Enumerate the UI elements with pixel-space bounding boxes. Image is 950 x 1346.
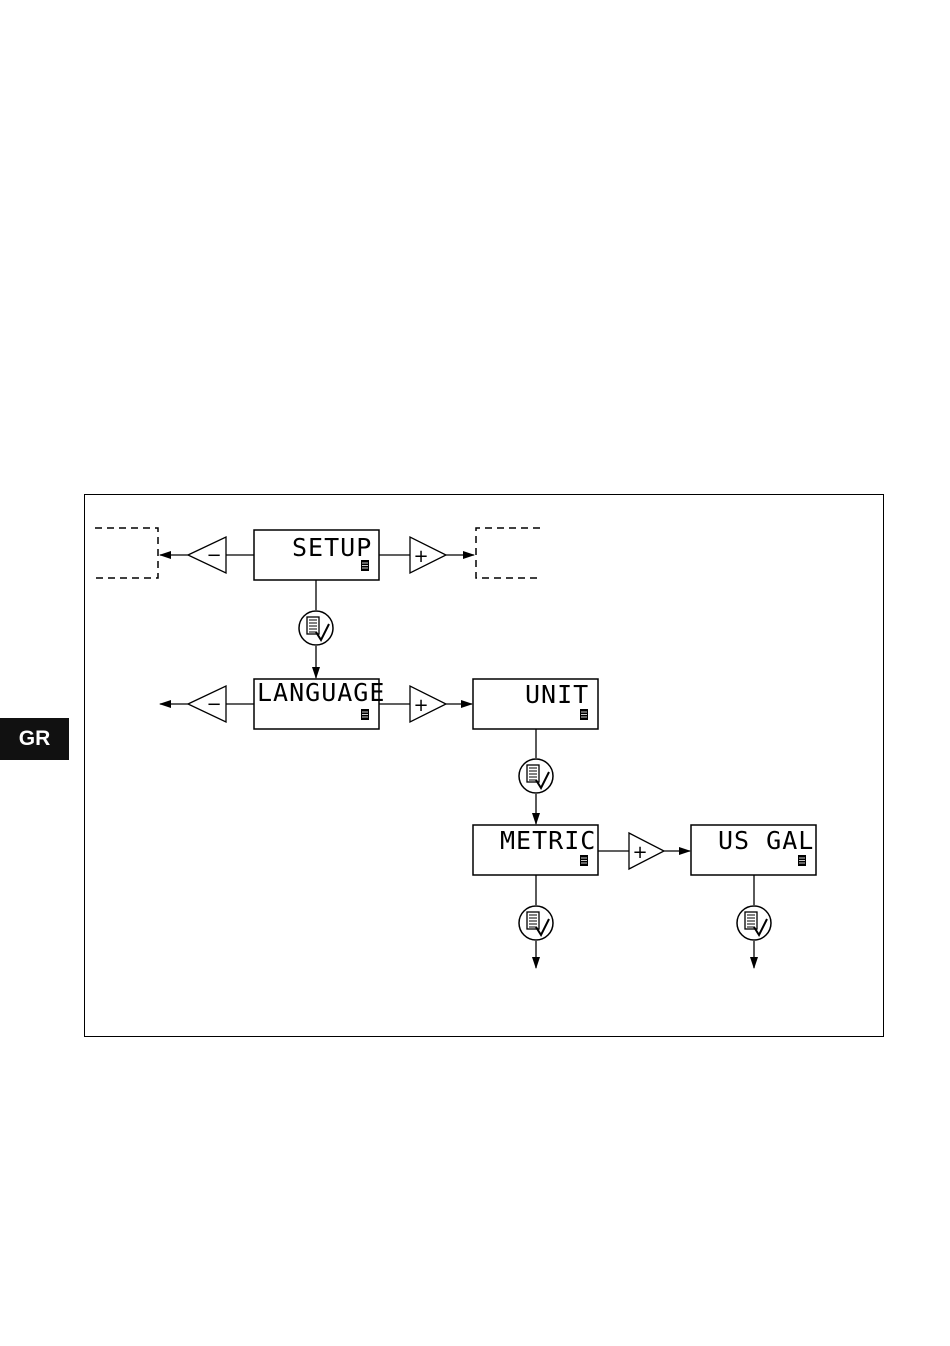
display-us-gal-text: US GAL [718, 826, 814, 855]
display-indicator-icon [361, 709, 369, 720]
display-unit-text: UNIT [525, 680, 589, 709]
minus-label-setup: − [206, 545, 221, 566]
dashed-box-left [95, 528, 158, 578]
menu-confirm-icon[interactable] [737, 906, 771, 940]
dashed-box-right [476, 528, 540, 578]
menu-confirm-icon[interactable] [519, 759, 553, 793]
menu-confirm-icon[interactable] [299, 611, 333, 645]
minus-label-language: − [206, 694, 221, 715]
display-language-text: LANGUAGE [257, 678, 385, 707]
display-setup-text: SETUP [292, 533, 372, 562]
plus-label-metric: + [632, 842, 647, 863]
plus-label-language: + [413, 695, 428, 716]
display-indicator-icon [580, 709, 588, 720]
menu-confirm-icon[interactable] [519, 906, 553, 940]
plus-label-setup: + [413, 546, 428, 567]
display-metric-text: METRIC [500, 826, 596, 855]
display-indicator-icon [798, 855, 806, 866]
display-indicator-icon [361, 560, 369, 571]
display-indicator-icon [580, 855, 588, 866]
